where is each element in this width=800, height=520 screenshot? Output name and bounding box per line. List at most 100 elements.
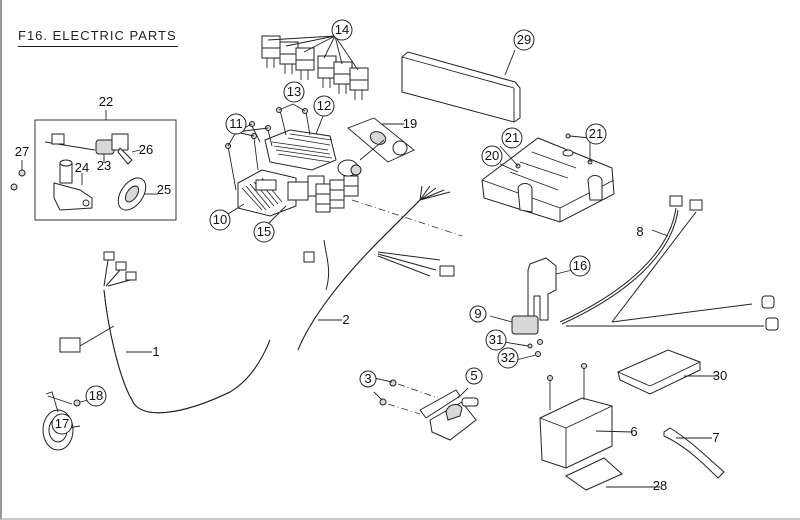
callout-number: 22 <box>99 94 113 109</box>
callout-14: 14 <box>331 19 353 41</box>
callout-number: 17 <box>55 416 69 431</box>
callout-circle <box>569 255 591 277</box>
callout-29: 29 <box>513 29 535 51</box>
sub-harness-2 <box>297 185 455 351</box>
battery-tray-30 <box>617 349 718 395</box>
callout-number: 21 <box>505 130 519 145</box>
callout-circle <box>331 19 353 41</box>
callout-18: 18 <box>85 385 107 407</box>
callout-21-b: 21 <box>585 123 607 145</box>
callout-number: 26 <box>139 142 153 157</box>
callout-10: 10 <box>209 209 231 231</box>
callout-circle <box>485 329 507 351</box>
callout-circle <box>209 209 231 231</box>
diagram-title: F16. ELECTRIC PARTS <box>18 28 178 47</box>
callout-number: 10 <box>213 212 227 227</box>
battery-6 <box>539 363 633 469</box>
callout-number: 13 <box>287 84 301 99</box>
fuse-cover-29 <box>401 49 521 123</box>
battery-strap-7 <box>663 427 725 479</box>
battery-cable-8 <box>559 195 779 331</box>
main-harness-1 <box>59 251 271 414</box>
callout-8: 8 <box>636 224 643 239</box>
callout-number: 24 <box>75 160 89 175</box>
callout-number: 16 <box>573 258 587 273</box>
callout-circle <box>513 29 535 51</box>
callout-circle <box>359 370 377 388</box>
callout-number: 15 <box>257 224 271 239</box>
callout-24: 24 <box>75 160 89 175</box>
callout-circle <box>497 347 519 369</box>
starter-relay-assembly <box>489 257 573 361</box>
callout-number: 18 <box>89 388 103 403</box>
electrical-module-assembly <box>225 103 463 237</box>
callout-number: 29 <box>517 32 531 47</box>
callout-2: 2 <box>342 312 349 327</box>
callout-27: 27 <box>15 144 29 159</box>
callout-number: 30 <box>713 368 727 383</box>
callout-28: 28 <box>653 478 667 493</box>
callout-11: 11 <box>225 113 247 135</box>
callout-number: 23 <box>97 158 111 173</box>
ignition-coil-5 <box>373 377 479 441</box>
callout-31: 31 <box>485 329 507 351</box>
callout-number: 31 <box>489 332 503 347</box>
callout-circle <box>469 305 487 323</box>
callout-circle <box>253 221 275 243</box>
callout-13: 13 <box>283 81 305 103</box>
callout-number: 2 <box>342 312 349 327</box>
callout-number: 25 <box>157 182 171 197</box>
callout-circle <box>225 113 247 135</box>
callout-19: 19 <box>403 116 417 131</box>
callout-6: 6 <box>630 424 637 439</box>
callout-circle <box>313 95 335 117</box>
callout-32: 32 <box>497 347 519 369</box>
callout-30: 30 <box>713 368 727 383</box>
callout-26: 26 <box>139 142 153 157</box>
callout-number: 1 <box>152 344 159 359</box>
bolts-27 <box>10 160 26 191</box>
callout-circle <box>465 367 483 385</box>
callout-number: 27 <box>15 144 29 159</box>
callout-number: 20 <box>485 148 499 163</box>
callout-21: 21 <box>501 127 523 149</box>
callout-1: 1 <box>152 344 159 359</box>
callout-circle <box>481 145 503 167</box>
callout-number: 8 <box>636 224 643 239</box>
callout-16: 16 <box>569 255 591 277</box>
relay-group-14 <box>261 35 369 100</box>
callout-3: 3 <box>359 370 377 388</box>
callout-5: 5 <box>465 367 483 385</box>
callout-20: 20 <box>481 145 503 167</box>
battery-cover-20 <box>481 133 615 223</box>
callout-number: 21 <box>589 126 603 141</box>
callout-number: 5 <box>470 368 477 383</box>
callout-12: 12 <box>313 95 335 117</box>
callout-17: 17 <box>51 413 73 435</box>
callout-circle <box>51 413 73 435</box>
callout-circle <box>85 385 107 407</box>
callout-number: 32 <box>501 350 515 365</box>
callout-15: 15 <box>253 221 275 243</box>
lock-set-22 <box>34 110 177 221</box>
callout-number: 12 <box>317 98 331 113</box>
callout-23: 23 <box>97 158 111 173</box>
callout-7: 7 <box>712 430 719 445</box>
callout-number: 3 <box>364 371 371 386</box>
battery-pad-28 <box>565 457 660 491</box>
callout-circle <box>501 127 523 149</box>
callout-number: 14 <box>335 22 349 37</box>
callout-number: 7 <box>712 430 719 445</box>
callout-25: 25 <box>157 182 171 197</box>
callout-circle <box>585 123 607 145</box>
callout-number: 19 <box>403 116 417 131</box>
callout-9: 9 <box>469 305 487 323</box>
callout-number: 11 <box>229 116 243 131</box>
callout-number: 28 <box>653 478 667 493</box>
callout-number: 6 <box>630 424 637 439</box>
callout-22: 22 <box>99 94 113 109</box>
callout-circle <box>283 81 305 103</box>
